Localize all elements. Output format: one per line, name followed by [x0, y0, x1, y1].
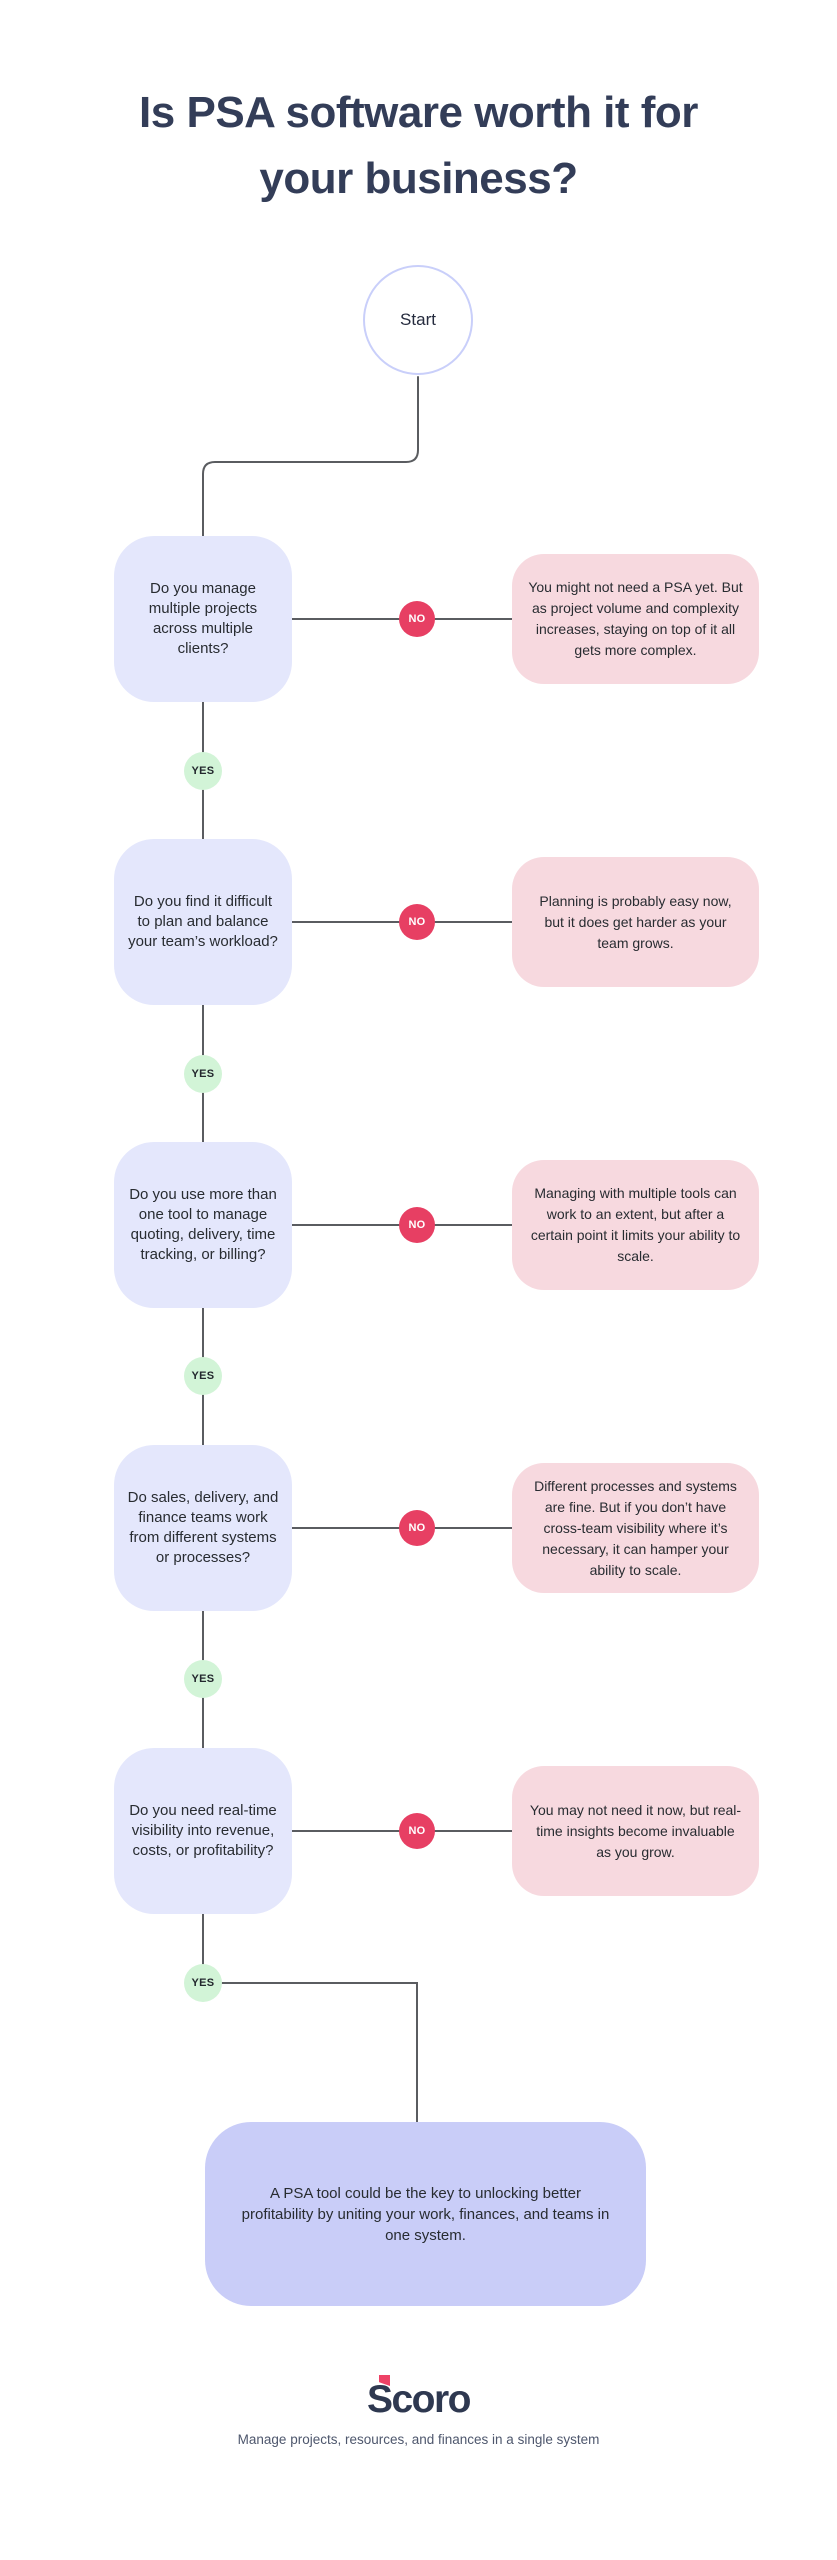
question-text-3: Do you use more than one tool to manage … — [129, 1186, 277, 1263]
footer: Scoro Manage projects, resources, and fi… — [0, 2375, 837, 2447]
question-box-2: Do you find it difficult to plan and bal… — [114, 839, 292, 1005]
page-title: Is PSA software worth it for your busine… — [139, 88, 698, 203]
no-badge-3: NO — [399, 1207, 435, 1243]
start-node: Start — [363, 265, 473, 375]
no-badge-1: NO — [399, 601, 435, 637]
yes-badge-4: YES — [184, 1660, 222, 1698]
question-text-1: Do you manage multiple projects across m… — [148, 580, 258, 657]
answer-box-3: Managing with multiple tools can work to… — [512, 1160, 759, 1290]
yes-badge-3: YES — [184, 1357, 222, 1395]
question-text-5: Do you need real-time visibility into re… — [129, 1802, 277, 1859]
question-box-4: Do sales, delivery, and finance teams wo… — [114, 1445, 292, 1611]
answer-box-2: Planning is probably easy now, but it do… — [512, 857, 759, 987]
no-badge-5: NO — [399, 1813, 435, 1849]
answer-text-3: Managing with multiple tools can work to… — [530, 1185, 741, 1264]
question-box-3: Do you use more than one tool to manage … — [114, 1142, 292, 1308]
answer-text-2: Planning is probably easy now, but it do… — [539, 892, 732, 951]
answer-text-5: You may not need it now, but real-time i… — [529, 1801, 742, 1860]
answer-box-4: Different processes and systems are fine… — [512, 1463, 759, 1593]
connector-q5-to-conclusion — [202, 1913, 418, 2123]
conclusion-text: A PSA tool could be the key to unlocking… — [241, 2184, 610, 2244]
start-label: Start — [400, 310, 436, 329]
question-text-2: Do you find it difficult to plan and bal… — [128, 893, 278, 950]
yes-badge-1: YES — [184, 752, 222, 790]
question-box-5: Do you need real-time visibility into re… — [114, 1748, 292, 1914]
question-box-1: Do you manage multiple projects across m… — [114, 536, 292, 702]
logo-wordmark: Scoro — [366, 2378, 472, 2421]
answer-box-1: You might not need a PSA yet. But as pro… — [512, 554, 759, 684]
footer-tagline: Manage projects, resources, and finances… — [237, 2432, 600, 2447]
scoro-logo: Scoro — [366, 2375, 472, 2422]
no-badge-2: NO — [399, 904, 435, 940]
answer-text-1: You might not need a PSA yet. But as pro… — [528, 579, 743, 658]
question-text-4: Do sales, delivery, and finance teams wo… — [127, 1489, 279, 1566]
logo-red-mark-icon — [378, 2375, 390, 2386]
yes-badge-2: YES — [184, 1055, 222, 1093]
answer-text-4: Different processes and systems are fine… — [534, 1477, 737, 1578]
answer-box-5: You may not need it now, but real-time i… — [512, 1766, 759, 1896]
conclusion-box: A PSA tool could be the key to unlocking… — [205, 2122, 646, 2306]
connector-start-to-q1 — [202, 376, 419, 537]
yes-badge-5: YES — [184, 1964, 222, 2002]
no-badge-4: NO — [399, 1510, 435, 1546]
